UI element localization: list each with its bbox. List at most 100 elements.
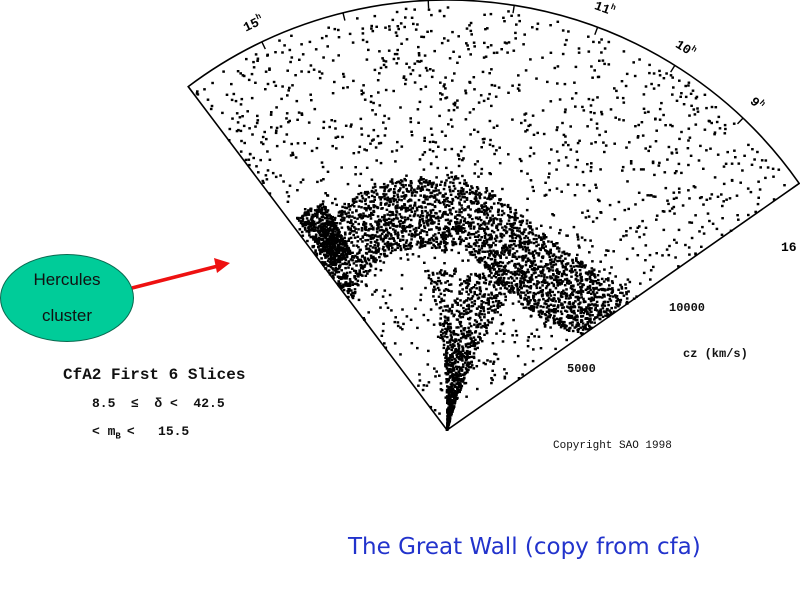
galaxy-point <box>360 226 364 230</box>
galaxy-point <box>467 305 471 308</box>
galaxy-point <box>398 245 402 248</box>
galaxy-point <box>450 309 453 313</box>
galaxy-point <box>309 93 312 96</box>
galaxy-point <box>443 305 447 308</box>
galaxy-point <box>537 234 540 238</box>
galaxy-point <box>483 213 486 216</box>
galaxy-point <box>404 179 407 182</box>
galaxy-point <box>367 229 370 232</box>
galaxy-point <box>452 344 455 347</box>
galaxy-point <box>569 148 573 151</box>
galaxy-point <box>483 234 487 238</box>
galaxy-point <box>499 313 502 317</box>
galaxy-point <box>439 317 442 320</box>
galaxy-point <box>565 292 568 295</box>
galaxy-point <box>443 289 446 292</box>
galaxy-point <box>591 76 594 79</box>
galaxy-point <box>525 240 528 244</box>
galaxy-point <box>575 323 579 327</box>
galaxy-point <box>701 225 704 229</box>
galaxy-point <box>606 314 610 317</box>
galaxy-point <box>443 181 447 185</box>
galaxy-point <box>445 381 448 384</box>
galaxy-point <box>355 244 359 247</box>
galaxy-point <box>464 308 468 311</box>
galaxy-point <box>584 300 587 303</box>
galaxy-point <box>464 118 468 121</box>
galaxy-point <box>443 231 446 234</box>
galaxy-point <box>466 220 470 224</box>
galaxy-point <box>502 16 505 19</box>
galaxy-point <box>650 194 653 197</box>
galaxy-point <box>379 198 382 201</box>
galaxy-point <box>624 287 628 290</box>
galaxy-point <box>446 305 449 308</box>
galaxy-point <box>461 365 465 369</box>
galaxy-point <box>548 172 551 175</box>
galaxy-point <box>439 272 442 275</box>
galaxy-point <box>606 277 610 281</box>
galaxy-point <box>337 250 340 253</box>
galaxy-point <box>526 240 530 243</box>
galaxy-point <box>401 238 405 242</box>
galaxy-point <box>453 216 457 219</box>
galaxy-point <box>255 121 259 125</box>
galaxy-point <box>265 137 268 141</box>
galaxy-point <box>470 344 473 347</box>
galaxy-point <box>439 382 443 385</box>
galaxy-point <box>638 225 641 228</box>
galaxy-point <box>710 193 714 196</box>
galaxy-point <box>349 204 352 208</box>
galaxy-point <box>600 283 603 286</box>
galaxy-point <box>423 230 426 233</box>
galaxy-point <box>600 38 603 41</box>
galaxy-point <box>527 232 531 235</box>
galaxy-point <box>491 369 494 372</box>
galaxy-point <box>437 145 440 148</box>
galaxy-point <box>580 275 583 279</box>
galaxy-point <box>443 200 446 203</box>
galaxy-point <box>715 120 719 124</box>
galaxy-point <box>496 304 499 307</box>
galaxy-point <box>454 351 457 354</box>
galaxy-point <box>520 274 524 278</box>
galaxy-point <box>486 319 490 322</box>
galaxy-point <box>456 221 459 224</box>
galaxy-point <box>564 257 567 260</box>
galaxy-point <box>364 270 368 273</box>
galaxy-point <box>513 219 516 222</box>
galaxy-point <box>449 401 453 404</box>
galaxy-point <box>709 147 712 150</box>
galaxy-point <box>463 280 467 283</box>
galaxy-point <box>455 326 458 329</box>
galaxy-point <box>445 354 448 357</box>
galaxy-point <box>545 292 548 295</box>
galaxy-point <box>369 100 373 104</box>
galaxy-point <box>421 241 425 244</box>
galaxy-point <box>479 94 483 97</box>
galaxy-point <box>378 104 382 107</box>
galaxy-point <box>451 406 455 409</box>
galaxy-point <box>484 222 487 225</box>
galaxy-point <box>629 226 632 230</box>
galaxy-point <box>356 240 360 243</box>
galaxy-point <box>474 199 478 203</box>
galaxy-point <box>483 228 486 231</box>
galaxy-point <box>590 273 593 276</box>
galaxy-point <box>359 117 363 121</box>
galaxy-point <box>543 273 546 276</box>
galaxy-point <box>588 277 592 280</box>
galaxy-point <box>477 314 481 317</box>
galaxy-point <box>693 113 697 116</box>
galaxy-point <box>266 54 269 57</box>
galaxy-point <box>443 353 446 356</box>
galaxy-point <box>382 322 385 325</box>
galaxy-point <box>400 273 404 277</box>
galaxy-point <box>618 300 622 304</box>
galaxy-point <box>470 339 474 342</box>
galaxy-point <box>702 167 705 170</box>
galaxy-point <box>347 287 350 291</box>
galaxy-point <box>413 188 416 191</box>
galaxy-point <box>446 395 449 398</box>
galaxy-point <box>747 213 750 217</box>
